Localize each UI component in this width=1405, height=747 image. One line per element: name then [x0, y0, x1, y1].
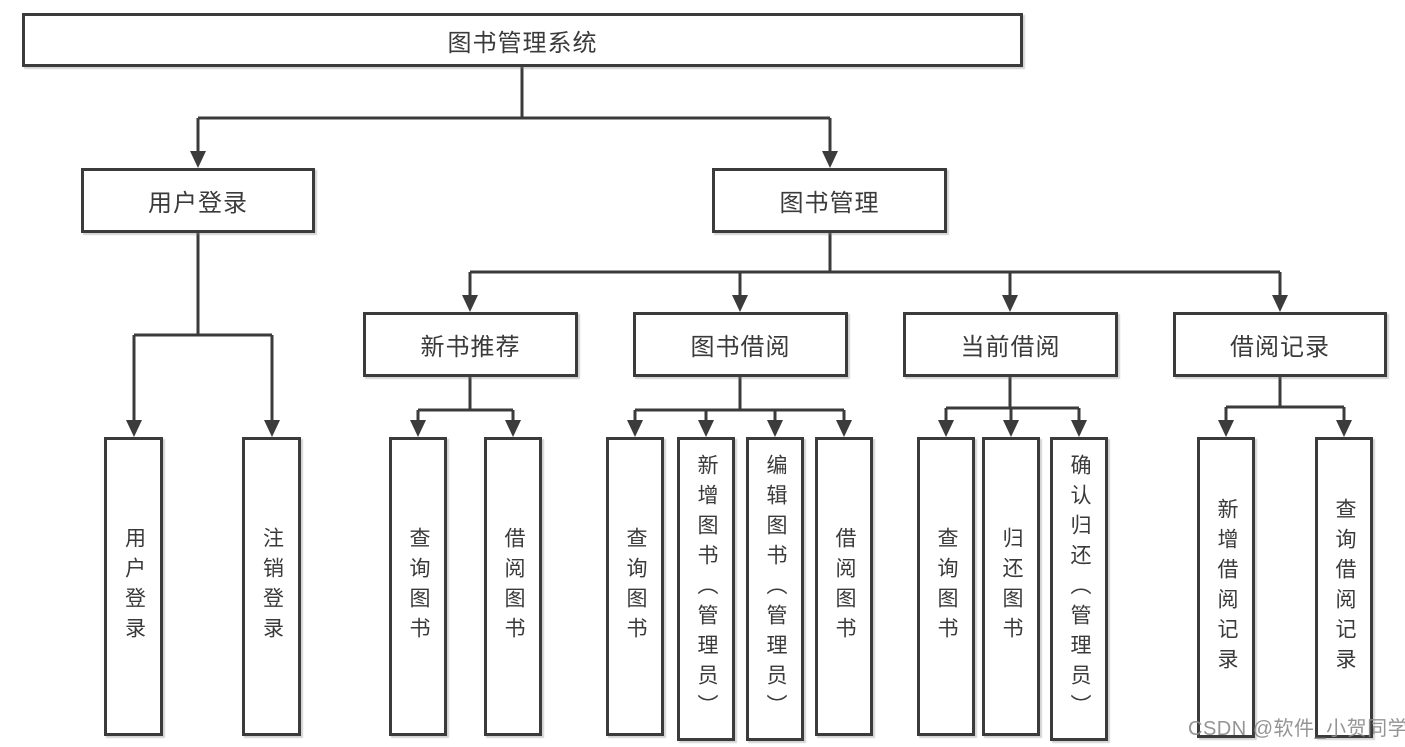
node-book-borrow: 图书借阅	[633, 312, 848, 377]
connector-newbook-to-leaves	[410, 377, 521, 437]
node-label: 图书管理	[779, 190, 880, 217]
arrowhead	[190, 151, 206, 168]
node-label: 新书推荐	[420, 334, 521, 361]
arrowhead	[822, 151, 838, 168]
leaf-borrow-borrow-books: 借阅图书	[815, 437, 873, 736]
leaf-label: 查询图书	[624, 526, 648, 647]
leaf-user-login: 用户登录	[104, 437, 163, 736]
leaf-label: 查询图书	[407, 526, 431, 647]
connector-root-to-level2	[190, 67, 838, 168]
connector-records-to-leaves	[1218, 377, 1352, 437]
leaf-borrow-edit-books-admin: 编辑图书（管理员）	[746, 437, 804, 741]
leaf-current-confirm-return-admin: 确认归还（管理员）	[1050, 437, 1108, 741]
node-label: 当前借阅	[960, 334, 1061, 361]
leaf-label: 注销登录	[260, 526, 284, 647]
leaf-label: 借阅图书	[502, 526, 526, 647]
leaf-label: 新增借阅记录	[1215, 497, 1239, 678]
node-root-label: 图书管理系统	[447, 29, 598, 57]
node-current-borrow: 当前借阅	[903, 312, 1118, 377]
leaf-label: 编辑图书（管理员）	[764, 454, 788, 724]
leaf-label: 查询借阅记录	[1333, 497, 1357, 678]
leaf-label: 借阅图书	[833, 526, 857, 647]
leaf-borrow-add-books-admin: 新增图书（管理员）	[677, 437, 735, 741]
leaf-records-add-record: 新增借阅记录	[1197, 437, 1255, 738]
connector-bookborrow-to-leaves	[627, 377, 852, 437]
leaf-borrow-query-books: 查询图书	[606, 437, 664, 736]
node-user-login-branch: 用户登录	[81, 168, 315, 233]
node-label: 图书借阅	[690, 334, 791, 361]
leaf-label: 用户登录	[122, 526, 146, 647]
leaf-newbook-query-books: 查询图书	[389, 437, 447, 736]
node-new-book-recommend: 新书推荐	[363, 312, 578, 377]
leaf-records-query-record: 查询借阅记录	[1315, 437, 1373, 738]
leaf-newbook-borrow-books: 借阅图书	[484, 437, 542, 736]
csdn-watermark: CSDN @软件_小贺同学	[1188, 718, 1405, 740]
leaf-current-query-books: 查询图书	[917, 437, 975, 736]
leaf-current-return-books: 归还图书	[982, 437, 1040, 736]
leaf-label: 归还图书	[1000, 526, 1024, 647]
leaf-label: 新增图书（管理员）	[695, 454, 719, 724]
leaf-logout: 注销登录	[242, 437, 301, 736]
node-label: 用户登录	[148, 190, 248, 217]
node-borrow-records: 借阅记录	[1173, 312, 1387, 377]
connector-bookmgmt-to-branches	[462, 233, 1288, 312]
node-label: 借阅记录	[1230, 334, 1330, 361]
leaf-label: 查询图书	[935, 526, 959, 647]
node-book-management-branch: 图书管理	[712, 168, 947, 233]
connector-currentborrow-to-leaves	[938, 377, 1087, 437]
leaf-label: 确认归还（管理员）	[1068, 454, 1092, 724]
node-root: 图书管理系统	[22, 13, 1023, 67]
connector-userlogin-to-leaves	[126, 233, 280, 437]
